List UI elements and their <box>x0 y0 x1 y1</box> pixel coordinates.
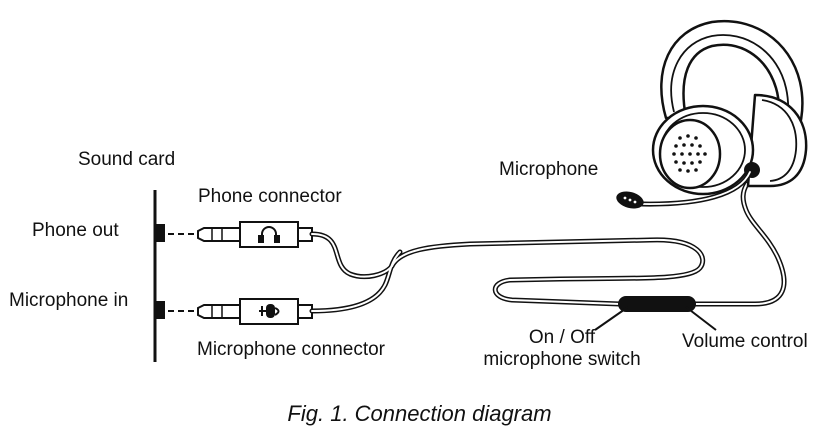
mic-switch-label-line2: microphone switch <box>483 349 641 370</box>
phone-connector-label: Phone connector <box>198 186 342 207</box>
microphone-connector-plug <box>197 298 313 325</box>
microphone-in-label: Microphone in <box>9 290 129 311</box>
cables <box>309 181 787 314</box>
headset <box>651 19 808 196</box>
phone-out-label: Phone out <box>32 220 119 241</box>
volume-control-leader <box>685 306 717 331</box>
microphone-in-jack <box>155 301 165 319</box>
microphone-label: Microphone <box>499 159 599 180</box>
inline-control <box>618 296 696 312</box>
microphone-connector-label: Microphone connector <box>197 339 385 360</box>
mic-switch-leader <box>594 306 629 331</box>
headphone-icon <box>258 226 280 243</box>
phone-out-jack <box>155 224 165 242</box>
ear-cushion-mesh <box>672 134 707 173</box>
figure-caption: Fig. 1. Connection diagram <box>287 401 552 426</box>
microphone-icon <box>259 304 280 318</box>
sound-card-label: Sound card <box>78 149 176 170</box>
volume-control-label: Volume control <box>682 331 808 352</box>
phone-connector-plug <box>197 221 313 248</box>
mic-switch-label-line1: On / Off <box>528 327 596 348</box>
microphone-capsule <box>616 191 644 209</box>
